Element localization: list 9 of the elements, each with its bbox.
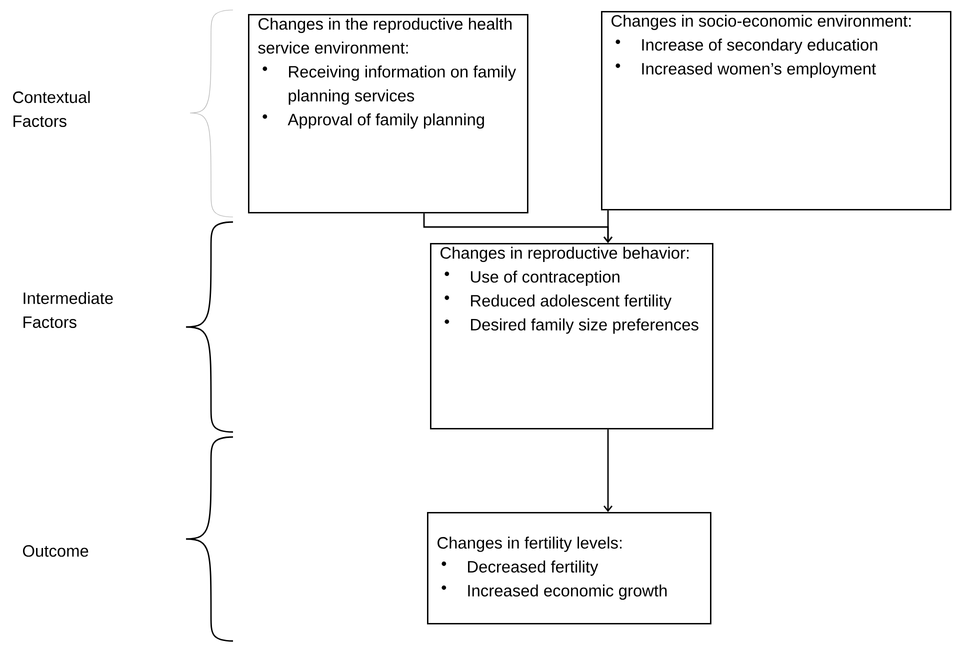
arrow: [603, 429, 613, 512]
side-label: Outcome: [23, 545, 88, 557]
process-box: Changes in reproductive behavior: Use of contraception Reduced adolescent fertility Desired family size preferences: [430, 243, 714, 430]
process-box: Changes in fertility levels: Decreased fertility Increased economic growth: [427, 512, 712, 624]
arrow: [603, 210, 613, 243]
side-label: Intermediate Factors: [24, 292, 113, 328]
process-box: Changes in the reproductive health service environment: Receiving information on family planning services Approval of family planning: [248, 14, 528, 214]
side-label: Contextual Factors: [13, 91, 90, 127]
process-box: Changes in socio-economic environment: Increase of secondary education Increased women’s employment: [601, 11, 952, 210]
